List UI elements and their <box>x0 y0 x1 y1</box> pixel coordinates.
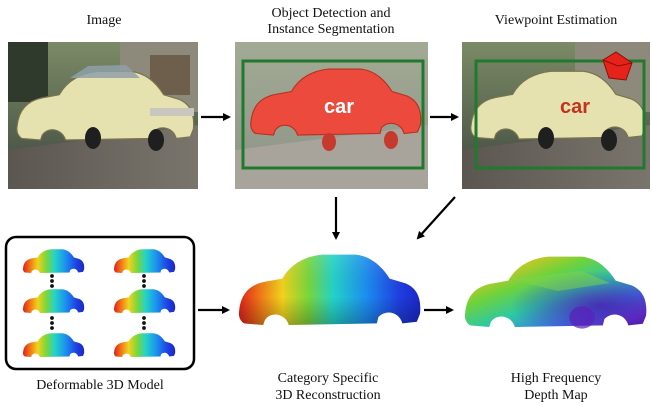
diagonal-arrow-icon <box>416 196 456 240</box>
category-reconstruction-shape <box>238 254 421 325</box>
caption-depth-line2: Depth Map <box>524 388 587 403</box>
depth-map-shape <box>464 256 647 329</box>
caption-viewpoint: Viewpoint Estimation <box>495 13 617 28</box>
red-polyhedron-icon <box>602 51 633 81</box>
caption-detection-line1: Object Detection and <box>272 6 391 21</box>
input-photo <box>8 42 198 189</box>
caption-deformable-model: Deformable 3D Model <box>36 378 164 393</box>
caption-reconstruction-line2: 3D Reconstruction <box>275 388 380 403</box>
detection-class-label: car <box>324 96 354 118</box>
detection-bounding-box <box>241 59 425 170</box>
detection-photo <box>235 42 428 189</box>
caption-depth-line1: High Frequency <box>511 371 602 386</box>
viewpoint-bounding-box <box>474 59 646 170</box>
ellipsis-dots <box>50 274 146 330</box>
caption-image: Image <box>87 13 122 28</box>
caption-detection-line2: Instance Segmentation <box>267 22 394 37</box>
viewpoint-class-label: car <box>560 96 590 118</box>
caption-reconstruction-line1: Category Specific <box>278 371 379 386</box>
